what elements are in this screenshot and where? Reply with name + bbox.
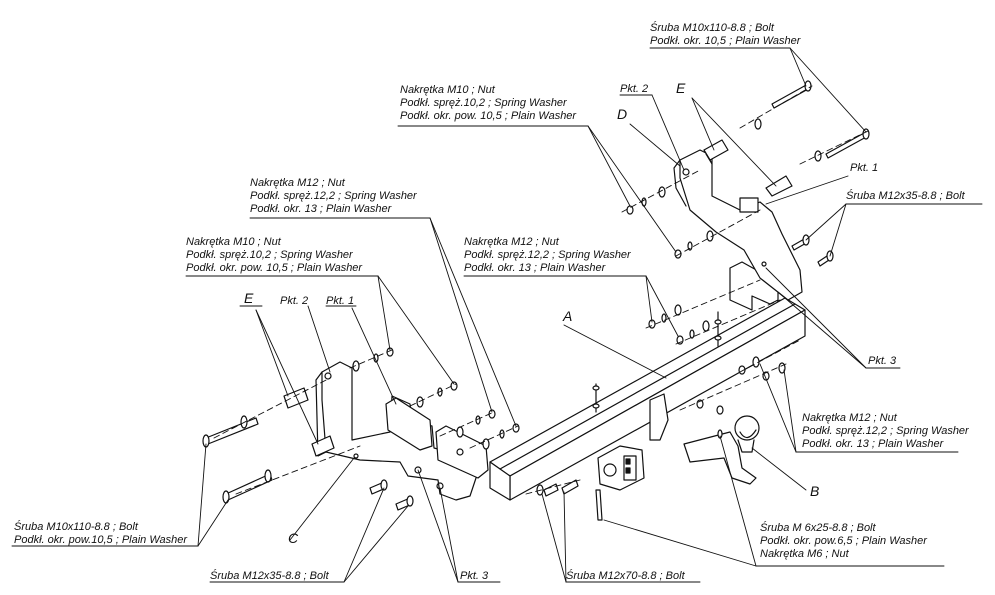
label-line: Podkł. okr. 13 ; Plain Washer: [464, 262, 606, 274]
label-line: Podkł. okr. 10,5 ; Plain Washer: [650, 35, 801, 47]
label-line: Śruba M10x110-8.8 ; Bolt: [14, 521, 138, 533]
label-c: C: [288, 530, 299, 546]
label-bolt-m12x35-left: Śruba M12x35-8.8 ; Bolt: [210, 570, 329, 582]
label-line: Podkł. spręż.12,2 ; Spring Washer: [464, 249, 631, 261]
label-d-right: D: [617, 106, 628, 122]
spacers-right: [703, 139, 793, 197]
label-line: Nakrętka M10 ; Nut: [400, 84, 495, 96]
label-e-right: E: [676, 80, 686, 96]
label-nut-m12-right: Nakrętka M12 ; Nut Podkł. spręż.12,2 ; S…: [802, 412, 969, 451]
label-bolt-m6: Śruba M 6x25-8.8 ; Bolt Podkł. okr. pow.…: [760, 522, 927, 561]
label-line: Podkł. okr. pow. 10,5 ; Plain Washer: [400, 110, 577, 122]
plate-left: [385, 397, 444, 490]
label-line: Nakrętka M10 ; Nut: [186, 236, 281, 248]
label-line: Podkł. spręż.10,2 ; Spring Washer: [400, 97, 567, 109]
label-line: Nakrętka M12 ; Nut: [464, 236, 559, 248]
label-nut-m12-top: Nakrętka M12 ; Nut Podkł. spręż.12,2 ; S…: [250, 177, 417, 216]
label-line: Podkł. okr. pow.6,5 ; Plain Washer: [760, 535, 927, 547]
label-pkt2-left: Pkt. 2: [280, 295, 309, 307]
label-pkt2-right: Pkt. 2: [620, 83, 649, 95]
front-plate: [435, 425, 489, 479]
label-line: Podkł. okr. pow.10,5 ; Plain Washer: [14, 534, 188, 546]
label-line: Podkł. okr. 13 ; Plain Washer: [802, 438, 944, 450]
label-nut-m12-center: Nakrętka M12 ; Nut Podkł. spręż.12,2 ; S…: [464, 236, 631, 275]
label-line: Nakrętka M12 ; Nut: [250, 177, 345, 189]
label-b: B: [810, 483, 820, 499]
bracket-right-d: [673, 149, 803, 301]
spacers-left: [283, 387, 335, 457]
label-bolt-m12x35-right: Śruba M12x35-8.8 ; Bolt: [846, 190, 965, 202]
label-nut-m10-left: Nakrętka M10 ; Nut Podkł. spręż.10,2 ; S…: [186, 236, 362, 275]
label-line: Podkł. okr. 13 ; Plain Washer: [250, 203, 392, 215]
label-bolt-m10-left: Śruba M10x110-8.8 ; Bolt Podkł. okr. pow…: [14, 521, 187, 547]
label-line: Podkł. spręż.12,2 ; Spring Washer: [250, 190, 417, 202]
label-line: Podkł. spręż.10,2 ; Spring Washer: [186, 249, 353, 261]
label-line: Śruba M 6x25-8.8 ; Bolt: [760, 522, 876, 534]
label-line: Śruba M10x110-8.8 ; Bolt: [650, 22, 774, 34]
leader-lines: [11, 47, 983, 583]
label-pkt1-right: Pkt. 1: [850, 162, 879, 174]
label-pkt3-right: Pkt. 3: [868, 355, 897, 367]
socket-plate: [597, 393, 669, 491]
label-line: Podkł. spręż.12,2 ; Spring Washer: [802, 425, 969, 437]
label-line: Nakrętka M6 ; Nut: [760, 548, 849, 560]
tow-ball: [683, 415, 760, 485]
crossbar: [489, 297, 806, 501]
label-a: A: [563, 308, 573, 324]
label-nut-m10-right: Nakrętka M10 ; Nut Podkł. spręż.10,2 ; S…: [400, 84, 576, 123]
label-e-left: E: [244, 290, 254, 306]
label-top-bolt: Śruba M10x110-8.8 ; Bolt Podkł. okr. 10,…: [650, 22, 800, 48]
label-line: Nakrętka M12 ; Nut: [802, 412, 897, 424]
label-line: Podkł. okr. pow. 10,5 ; Plain Washer: [186, 262, 363, 274]
axis-lines: [213, 85, 871, 495]
label-pkt3-left: Pkt. 3: [460, 570, 489, 582]
label-pkt1-left: Pkt. 1: [326, 295, 355, 307]
label-bolt-m12x70: Śruba M12x70-8.8 ; Bolt: [566, 570, 685, 582]
